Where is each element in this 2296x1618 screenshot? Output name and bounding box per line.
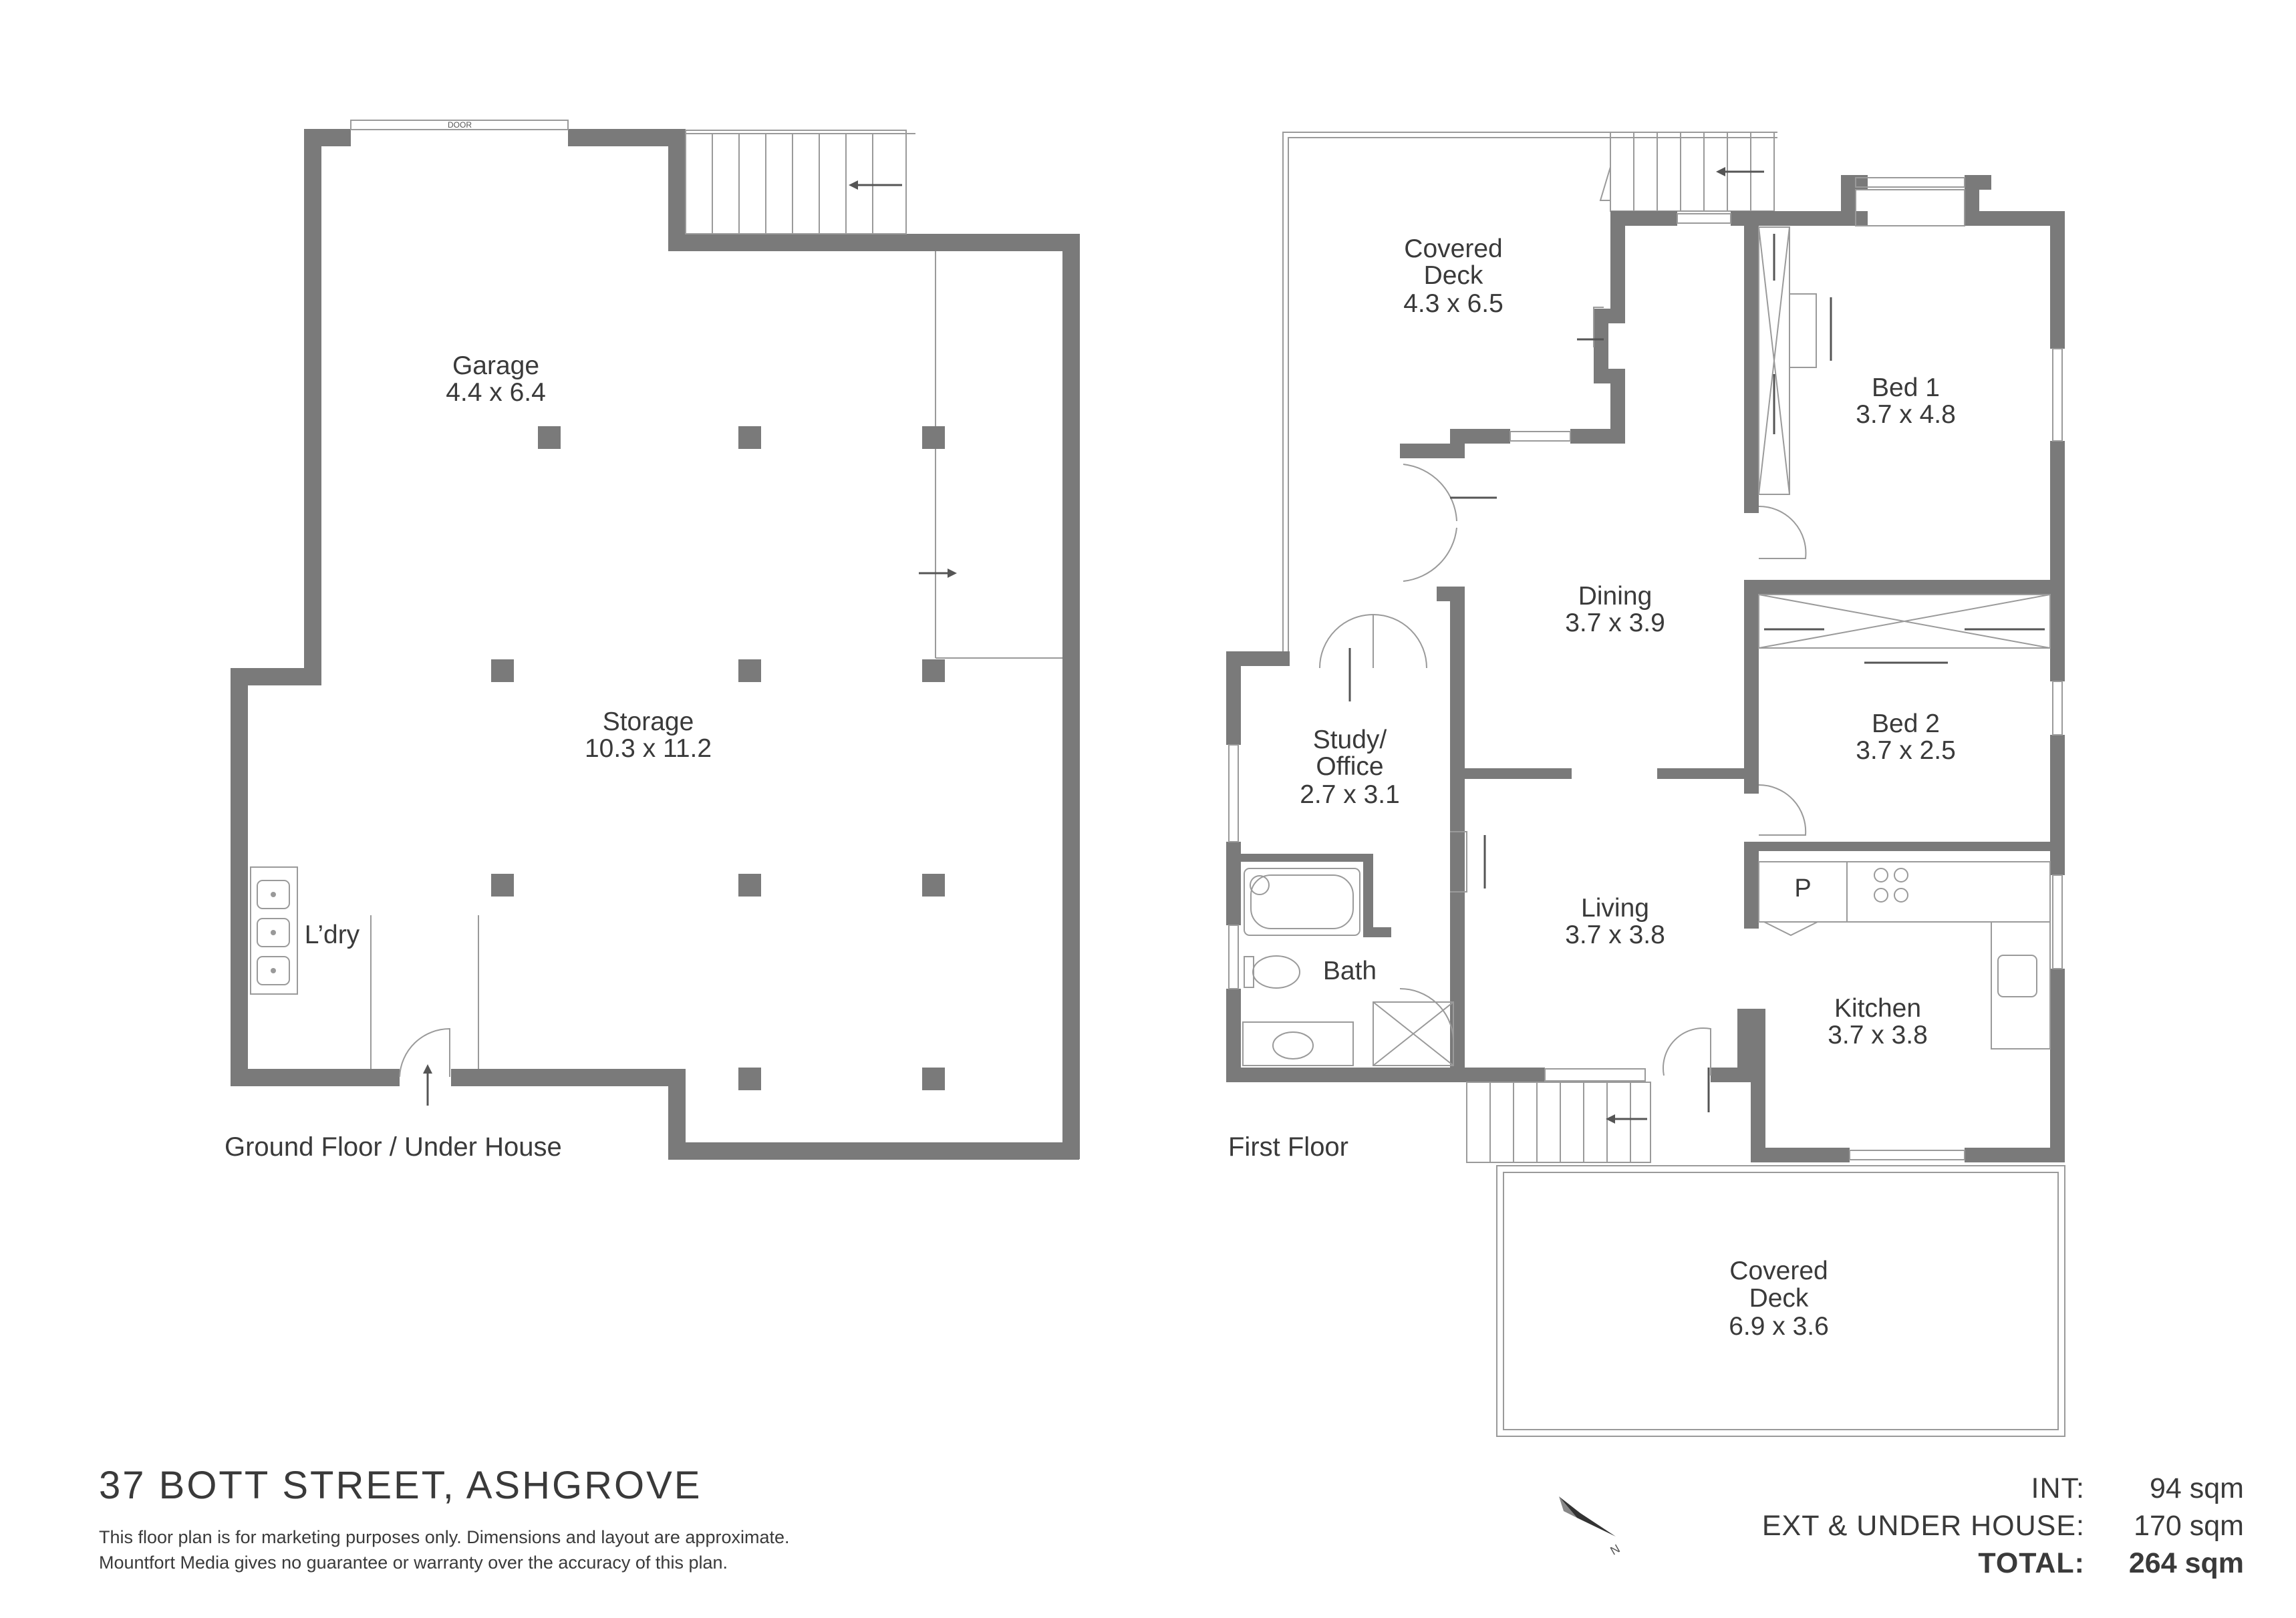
int-value: 94 sqm [2149,1472,2244,1504]
bed2-label: Bed 2 [1872,709,1940,738]
pillars [491,426,945,1090]
disclaimer-line-1: This floor plan is for marketing purpose… [99,1527,790,1547]
kitchen-benches [1758,861,2051,1049]
bottom-deck-outline [1496,1165,2065,1437]
ext-value: 170 sqm [2134,1510,2244,1542]
top-deck-size: 4.3 x 6.5 [1403,289,1503,318]
dining-label: Dining [1578,582,1653,611]
ground-partitions [370,251,1062,1069]
area-row-int: INT: 94 sqm [1762,1470,2244,1507]
laundry-label: L’dry [305,921,360,949]
bottom-deck-size: 6.9 x 3.6 [1729,1312,1829,1341]
ground-stairs [685,130,915,234]
bed1-label: Bed 1 [1872,373,1940,402]
door-arrows [1348,338,1710,1112]
doors [1319,307,1807,1076]
kitchen-label: Kitchen [1834,994,1921,1023]
windows [1228,177,2063,1160]
compass-north-label: N [1608,1542,1622,1558]
garage-label: Garage [452,351,539,380]
garage-door: DOOR [350,120,569,130]
area-row-ext: EXT & UNDER HOUSE: 170 sqm [1762,1507,2244,1545]
first-floor-caption: First Floor [1228,1132,1348,1162]
ground-floor-caption: Ground Floor / Under House [225,1132,562,1162]
storage-label: Storage [603,707,694,736]
ground-floor-plan: DOOR [225,120,1080,1162]
top-deck-label-1: Covered [1404,234,1502,263]
ground-floor-walls [231,129,1080,1160]
kitchen-size: 3.7 x 3.8 [1828,1021,1928,1049]
property-address: 37 BOTT STREET, ASHGROVE [99,1464,702,1507]
int-label: INT: [2031,1472,2085,1504]
ground-entry-door [399,1027,450,1106]
bed2-size: 3.7 x 2.5 [1856,736,1956,765]
compass-icon: N [1559,1496,1622,1558]
ext-label: EXT & UNDER HOUSE: [1761,1510,2085,1542]
bed1-wardrobe [1758,226,1817,495]
study-label-2: Office [1316,752,1383,781]
total-label: TOTAL: [1978,1547,2085,1579]
top-stairs [1599,132,1775,212]
bed2-wardrobe [1758,594,2051,649]
storage-size: 10.3 x 11.2 [585,734,712,763]
bed2-wardrobe-arrows [1764,628,2045,664]
laundry-tubs [250,866,298,995]
dining-size: 3.7 x 3.9 [1565,609,1665,637]
bed1-size: 3.7 x 4.8 [1856,400,1956,429]
area-row-total: TOTAL: 264 sqm [1762,1545,2244,1582]
pantry-label: P [1794,874,1811,903]
wardrobe-arrows [1773,234,1832,434]
bottom-deck-label-1: Covered [1729,1257,1828,1285]
study-size: 2.7 x 3.1 [1300,780,1400,809]
total-value: 264 sqm [2128,1547,2244,1579]
disclaimer: This floor plan is for marketing purpose… [99,1524,790,1575]
living-size: 3.7 x 3.8 [1565,921,1665,949]
area-summary: INT: 94 sqm EXT & UNDER HOUSE: 170 sqm T… [1762,1470,2244,1582]
first-floor-plan: P Covered Deck 4.3 x 6.5 Bed 1 [1226,132,2065,1437]
disclaimer-line-2: Mountfort Media gives no guarantee or wa… [99,1553,728,1573]
door-tag: DOOR [448,120,472,130]
garage-size: 4.4 x 6.4 [446,378,546,407]
living-label: Living [1581,894,1649,923]
bath-label: Bath [1323,957,1377,985]
study-label-1: Study/ [1313,725,1387,754]
top-deck-label-2: Deck [1424,261,1483,290]
bottom-stairs [1466,1082,1651,1163]
bath-fixtures [1242,868,1454,1066]
bottom-deck-label-2: Deck [1749,1284,1809,1313]
first-floor-walls [1226,175,2065,1162]
